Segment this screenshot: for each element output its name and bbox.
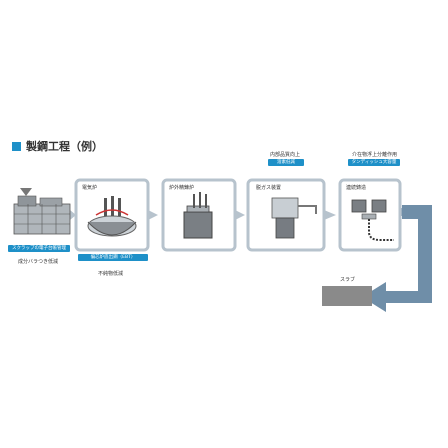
caster-label: 連続鋳造	[346, 185, 367, 191]
scrap-tag: スクラップの電子台帳管理	[8, 245, 70, 252]
scrap-yard-illustration	[13, 188, 71, 235]
scrap-note: 成分バラつき低減	[18, 259, 59, 265]
stage-box-caster	[338, 178, 402, 252]
caster-top-tag: タンディッシュ大容量	[348, 159, 400, 166]
eaf-label: 電気炉	[82, 185, 98, 191]
stage-box-eaf	[74, 178, 150, 252]
degas-top-tag: 溶素低減	[268, 159, 304, 166]
degas-top-note: 内部品質向上	[270, 152, 301, 158]
ladle-label: 炉外精錬炉	[169, 185, 195, 191]
stage-box-ladle	[161, 178, 237, 252]
connector-0	[70, 210, 76, 220]
slab-label: スラブ	[340, 277, 356, 283]
connector-2	[235, 210, 245, 220]
degas-label: 脱ガス装置	[256, 185, 282, 191]
title-marker	[12, 141, 21, 151]
caster-top-note: 介在物浮上分離作用	[352, 152, 398, 158]
eaf-note: 不純物低減	[98, 271, 124, 277]
eaf-tag: 偏芯炉底出鋼（EBT）	[78, 254, 148, 261]
slab-shape	[322, 286, 372, 306]
page-title: 製鋼工程（例）	[12, 138, 103, 154]
connector-3	[324, 210, 336, 220]
title-text: 製鋼工程（例）	[26, 140, 103, 153]
stage-box-degas	[246, 178, 326, 252]
connector-1	[148, 210, 158, 220]
